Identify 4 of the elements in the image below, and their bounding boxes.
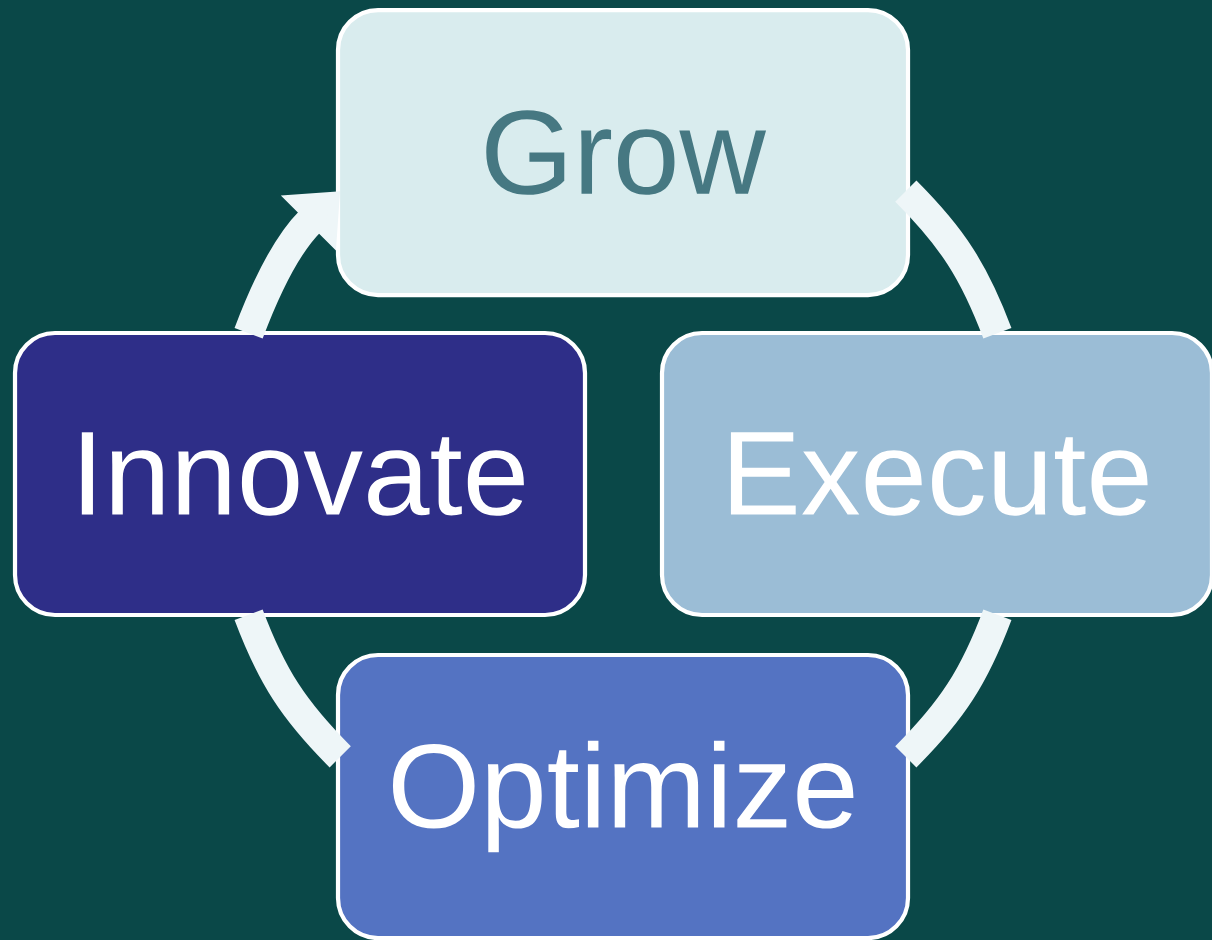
- process-box: Grow: [335, 7, 911, 298]
- process-box: Execute: [659, 330, 1212, 618]
- process-box: Optimize: [335, 652, 911, 940]
- process-box: Innovate: [12, 330, 588, 618]
